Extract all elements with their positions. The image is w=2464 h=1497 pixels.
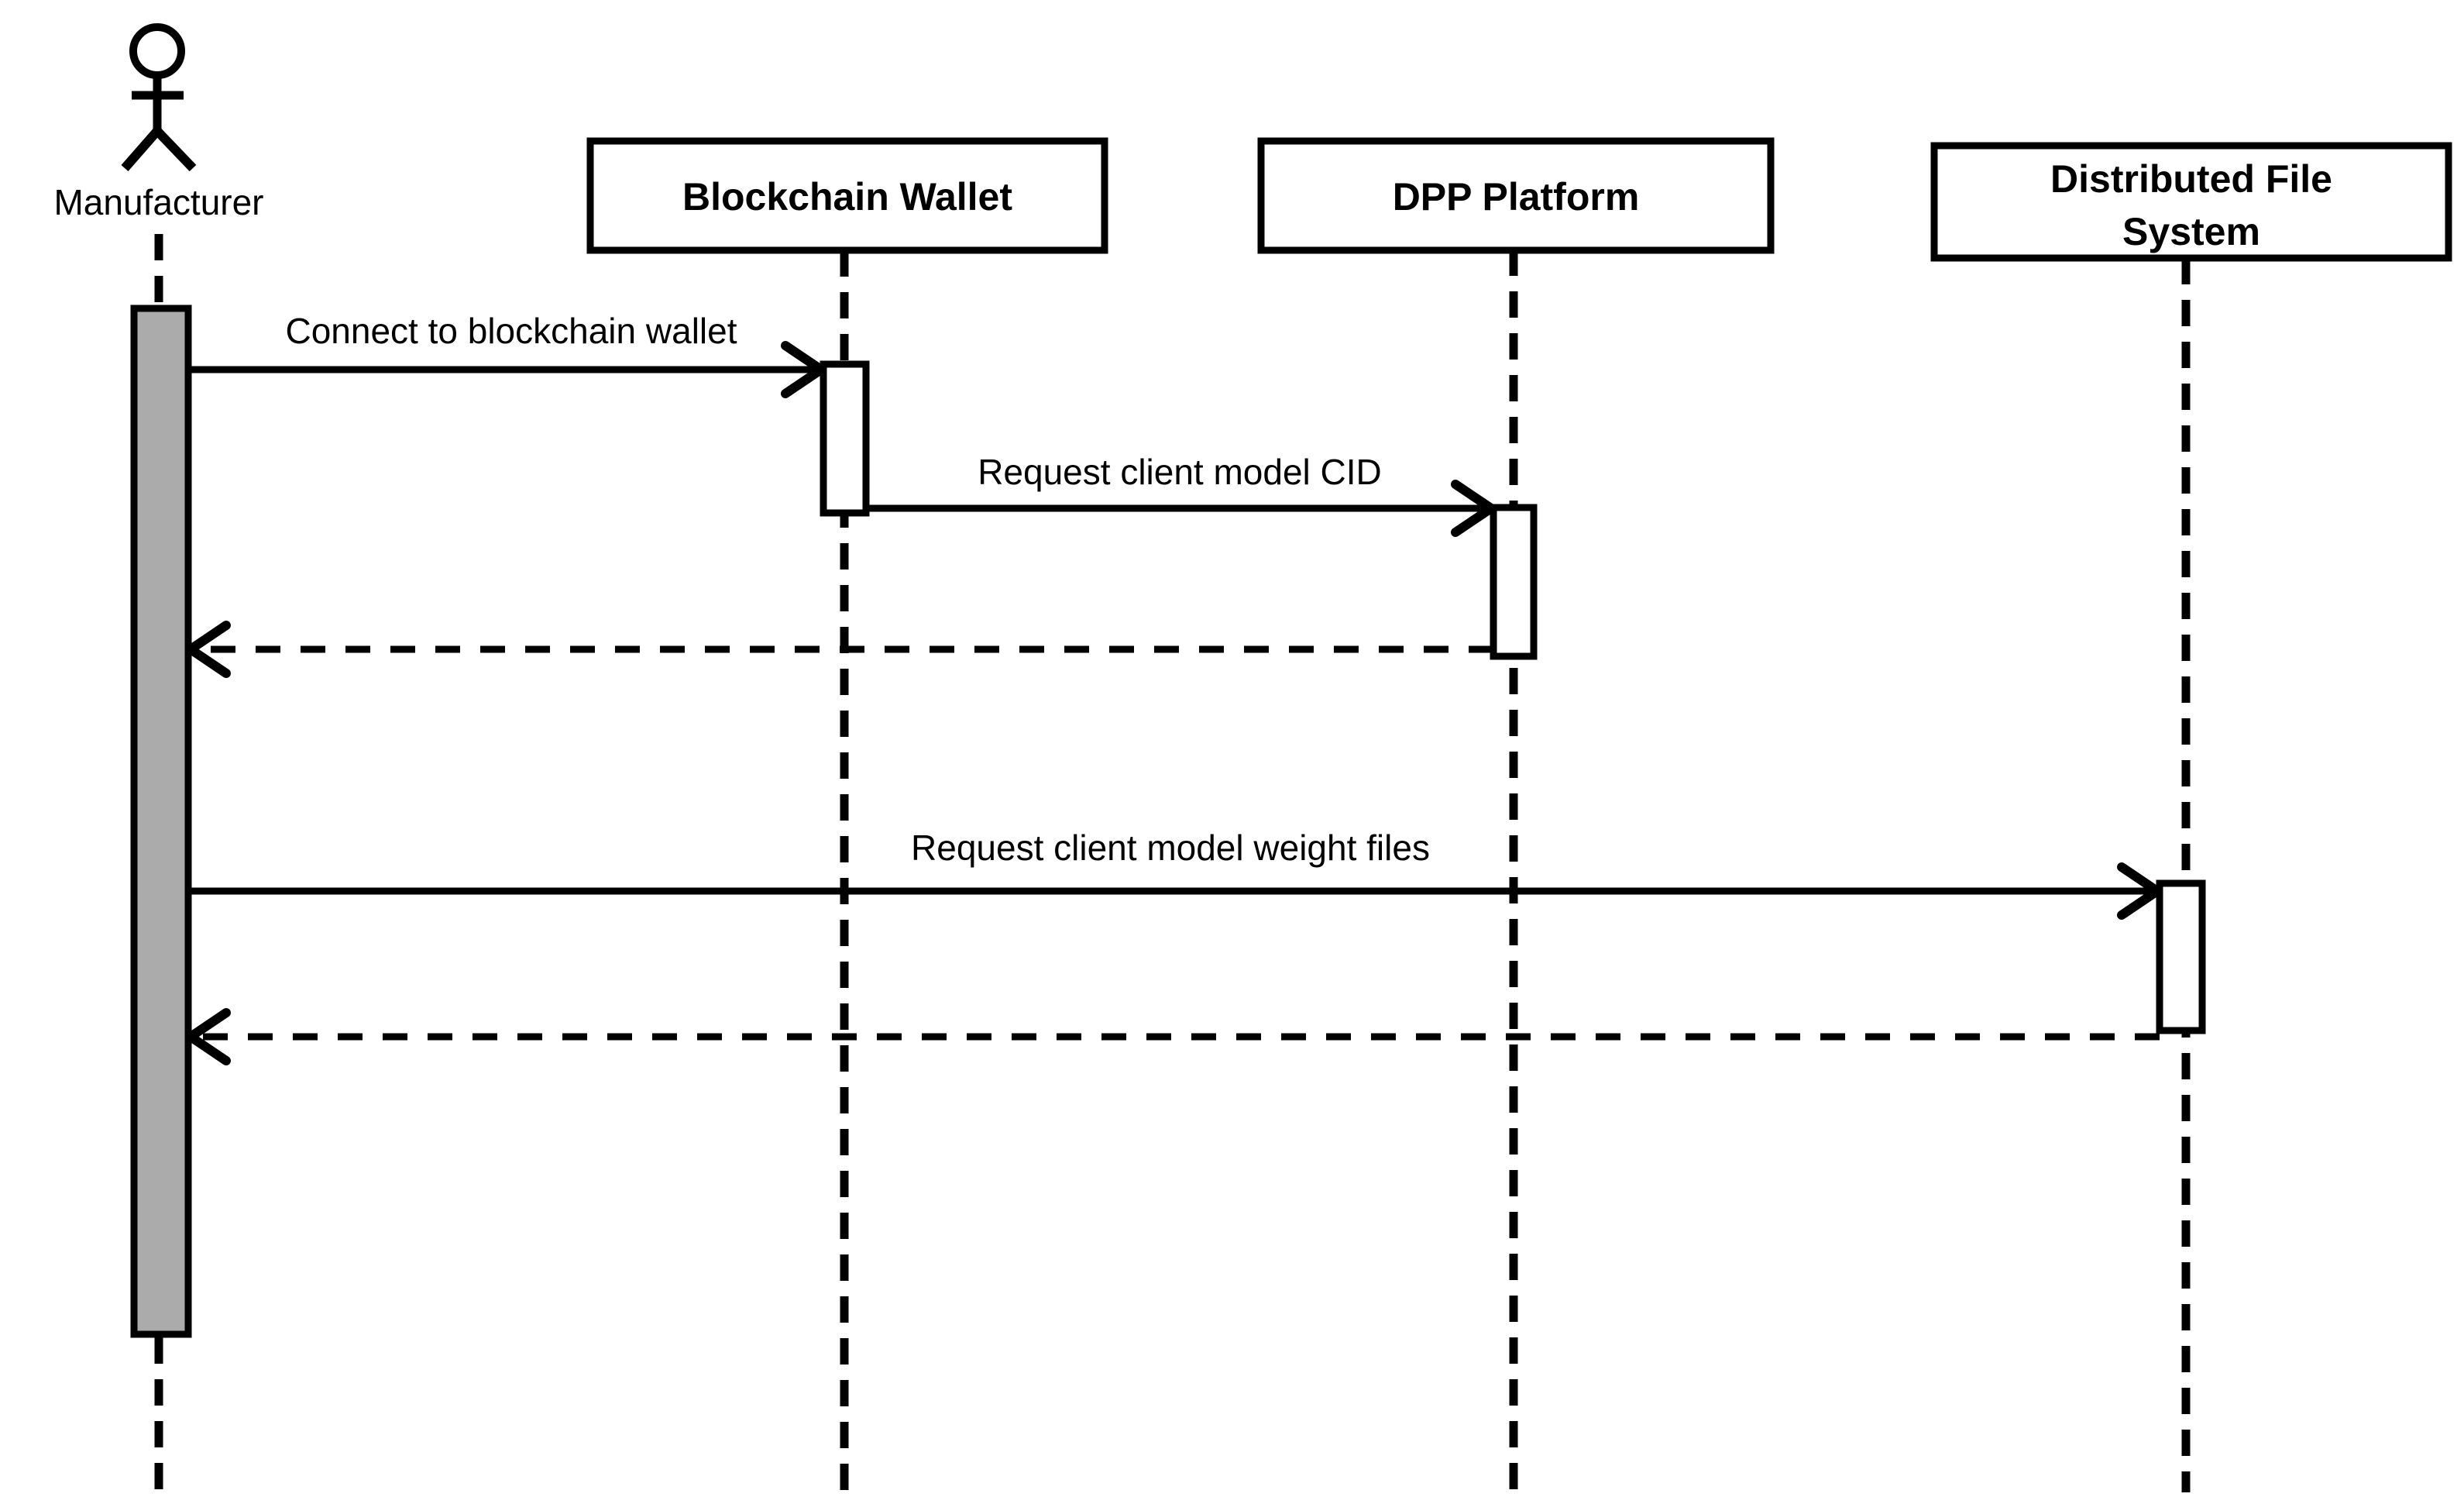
message-4-request-client-model-weight-files: Request client model weight files <box>188 828 2162 920</box>
message-2-label: Request client model CID <box>978 452 1382 492</box>
stick-figure-leg-left <box>121 128 161 171</box>
participant-box-distributed-file-system-rect <box>1930 142 2452 262</box>
message-1-label: Connect to blockchain wallet <box>286 311 737 351</box>
participant-box-blockchain-wallet-rect <box>586 137 1108 254</box>
activation-bars <box>130 305 2206 1338</box>
participant-label-blockchain-wallet: Blockchain Wallet <box>682 175 1012 219</box>
message-4-arrowhead-icon <box>2117 862 2162 920</box>
messages: Connect to blockchain wallet Request cli… <box>186 311 2162 1065</box>
message-2-request-client-model-cid: Request client model CID <box>866 452 1496 537</box>
message-2-arrowhead-icon <box>1451 480 1496 537</box>
actor-label: Manufacturer <box>53 182 263 222</box>
message-1-arrowhead-icon <box>781 341 826 398</box>
message-1-connect-to-blockchain-wallet: Connect to blockchain wallet <box>188 311 826 398</box>
participant-label-distributed-file-system-line1: Distributed File <box>2050 157 2332 201</box>
activation-bar-dpp-platform <box>1490 504 1538 660</box>
message-3-return <box>186 621 1493 678</box>
message-4-label: Request client model weight files <box>911 828 1430 868</box>
activation-bar-blockchain-wallet <box>820 360 870 517</box>
message-5-return <box>186 1008 2160 1065</box>
message-5-arrowhead-icon <box>186 1008 231 1065</box>
activation-bar-manufacturer <box>130 305 192 1338</box>
stick-figure-leg-right <box>153 127 197 172</box>
stick-figure-head <box>129 23 185 79</box>
participant-box-dpp-platform-rect <box>1257 137 1775 254</box>
participant-box-distributed-file-system: Distributed File System <box>1930 142 2452 262</box>
participant-label-dpp-platform: DPP Platform <box>1393 175 1640 219</box>
lifelines <box>154 234 2191 1492</box>
actor-manufacturer: Manufacturer <box>53 23 264 222</box>
activation-bar-distributed-file-system <box>2156 879 2206 1034</box>
participant-boxes: Blockchain Wallet DPP Platform Distribut… <box>586 137 2452 262</box>
stick-figure-icon <box>121 23 197 172</box>
participant-label-distributed-file-system-line2: System <box>2122 210 2260 253</box>
message-3-arrowhead-icon <box>186 621 231 678</box>
participant-box-blockchain-wallet: Blockchain Wallet <box>586 137 1108 254</box>
participant-box-dpp-platform: DPP Platform <box>1257 137 1775 254</box>
